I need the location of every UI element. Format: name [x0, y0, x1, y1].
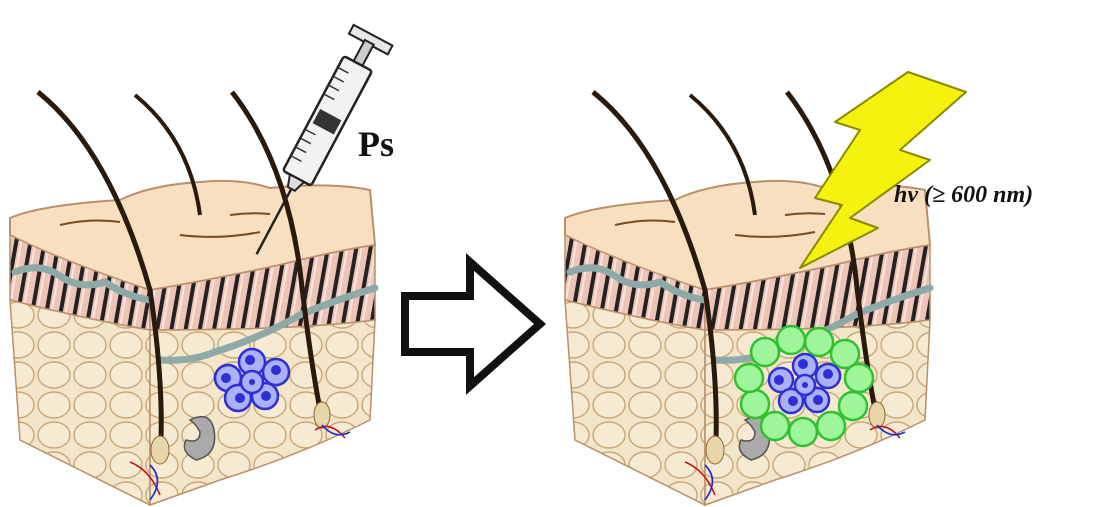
fat-left-face	[10, 300, 150, 505]
light-label: hν (≥ 600 nm)	[894, 182, 1033, 208]
skin-block-before: Ps	[10, 25, 394, 505]
fat-right-face	[150, 320, 375, 505]
injection-label: Ps	[358, 124, 394, 164]
fat-left-face	[565, 300, 705, 505]
right-arrow-icon	[405, 262, 540, 386]
